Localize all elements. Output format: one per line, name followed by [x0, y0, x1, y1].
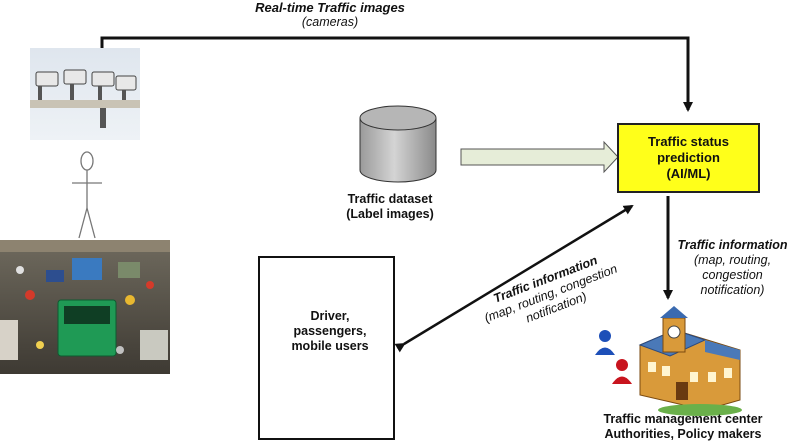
users-label-line2: passengers,: [293, 324, 367, 338]
camera-images-label: Real-time Traffic images (cameras): [230, 0, 430, 29]
traffic-photo: [0, 240, 170, 374]
prediction-users-arrow: [394, 204, 634, 353]
users-label: Driver, passengers, mobile users: [275, 309, 385, 354]
camera-to-prediction-arrow: [100, 36, 693, 112]
users-label-line1: Driver,: [310, 309, 350, 323]
prediction-line1: Traffic status: [648, 134, 729, 149]
camera-photo: [30, 48, 140, 140]
prediction-box: Traffic status prediction (AI/ML): [617, 123, 760, 193]
dataset-to-prediction-arrow: [460, 140, 619, 174]
dataset-label-line1: Traffic dataset: [347, 192, 433, 206]
building-icon: [638, 306, 742, 416]
prediction-line3: (AI/ML): [666, 166, 711, 181]
tmc-info-line2: congestion: [702, 268, 763, 282]
users-label-line3: mobile users: [291, 339, 369, 353]
prediction-line2: prediction: [657, 150, 720, 165]
tmc-label-line2: Authorities, Policy makers: [604, 427, 762, 441]
users-frame: [258, 256, 395, 440]
tmc-info-line3: notification): [700, 283, 765, 297]
tmc-label: Traffic management center Authorities, P…: [583, 412, 783, 442]
authority-icons: [595, 330, 632, 384]
person-figure: [72, 151, 102, 239]
camera-images-subtitle: (cameras): [301, 15, 359, 29]
camera-images-title: Real-time Traffic images: [255, 0, 405, 15]
tmc-info-title: Traffic information: [677, 238, 788, 252]
dataset-label-line2: (Label images): [346, 207, 434, 221]
tmc-info-label: Traffic information (map, routing, conge…: [665, 238, 800, 298]
database-icon: [359, 105, 437, 183]
dataset-label: Traffic dataset (Label images): [330, 192, 450, 222]
camera-icon: [35, 69, 137, 128]
tmc-info-line1: (map, routing,: [693, 253, 772, 267]
tmc-label-line1: Traffic management center: [603, 412, 763, 426]
